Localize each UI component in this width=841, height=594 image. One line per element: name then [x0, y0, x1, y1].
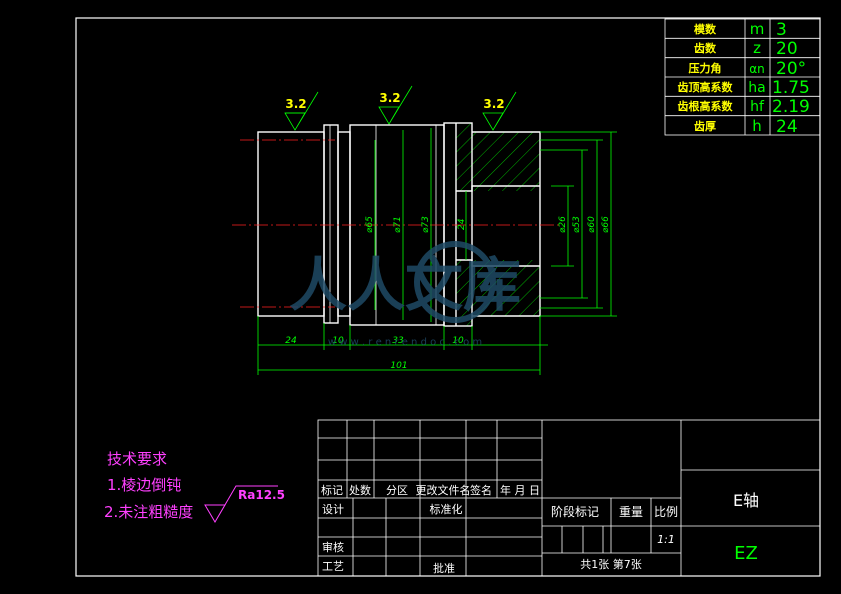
dim-text: 10: [332, 336, 344, 346]
notes-roughness: Ra12.5: [238, 488, 285, 502]
diameter-dimensions: ⌀65 ⌀71 ⌀73 24 ⌀26 ⌀53 ⌀60 ⌀66: [365, 128, 617, 322]
dim-text: ⌀65: [365, 216, 375, 233]
title-block: 标记 处数 分区 更改文件名 签名 年 月 日 设计 标准化 审核 工艺 批准 …: [317, 419, 821, 577]
watermark-text: 人人文库: [289, 251, 521, 319]
gear-row-label: 压力角: [689, 61, 722, 75]
title-block-label: 审核: [322, 540, 344, 554]
part-name: E轴: [733, 491, 759, 510]
roughness-symbol: 3.2: [284, 91, 319, 131]
title-block-label: 工艺: [322, 560, 344, 573]
gear-row-symbol: ha: [748, 80, 765, 96]
roughness-value: 3.2: [379, 91, 400, 105]
gear-row-label: 齿数: [694, 41, 717, 55]
roughness-value: 3.2: [285, 97, 306, 111]
title-block-label: 分区: [386, 484, 408, 497]
gear-row-value: 2.19: [772, 97, 810, 117]
title-block-label: 签名: [470, 483, 492, 497]
gear-row-value: 20°: [776, 59, 806, 79]
gear-row-label: 齿厚: [694, 119, 716, 133]
gear-row-symbol: αn: [749, 62, 765, 76]
dim-text: 33: [392, 336, 404, 346]
gear-row-value: 24: [776, 117, 798, 137]
gear-row-value: 20: [776, 39, 798, 59]
gear-row-symbol: z: [753, 39, 761, 57]
notes-title: 技术要求: [107, 450, 167, 468]
sheet-count: 共1张 第7张: [580, 557, 642, 571]
dim-text: 10: [452, 336, 464, 346]
title-block-label: 标记: [321, 483, 343, 497]
notes-line: 1.棱边倒钝: [107, 476, 181, 494]
title-block-label: 设计: [322, 503, 344, 516]
title-block-label: 更改文件名: [416, 483, 471, 497]
watermark-logo: [414, 241, 496, 323]
gear-row-label: 模数: [694, 22, 717, 36]
dim-text: ⌀71: [393, 216, 403, 233]
dim-text: 24: [457, 218, 467, 230]
watermark-url: w w w . r e n r e n d o c . c o m: [328, 337, 482, 348]
dim-text: 24: [285, 336, 297, 346]
dim-text: ⌀60: [587, 216, 597, 233]
gear-row-value: 3: [776, 20, 787, 40]
title-block-label: 批准: [433, 561, 455, 575]
dim-text: 101: [390, 361, 407, 371]
notes-line: 2.未注粗糙度: [104, 503, 193, 521]
roughness-value: 3.2: [483, 97, 504, 111]
title-block-label: 阶段标记: [551, 504, 599, 519]
gear-row-symbol: m: [750, 20, 765, 38]
title-block-label: 比例: [654, 505, 678, 519]
title-block-label: 重量: [619, 505, 643, 519]
gear-row-label: 齿根高系数: [678, 99, 734, 113]
title-block-label: 处数: [349, 484, 371, 497]
gear-row-value: 1.75: [772, 78, 810, 98]
dim-text: ⌀66: [601, 216, 611, 233]
roughness-symbol: 3.2: [482, 91, 517, 131]
part-code: EZ: [734, 543, 758, 564]
technical-notes: 技术要求 1.棱边倒钝 2.未注粗糙度 Ra12.5: [104, 450, 285, 523]
length-dimensions: 24 10 33 10 101: [257, 316, 548, 375]
title-block-label: 标准化: [430, 502, 463, 516]
scale-value: 1:1: [657, 533, 675, 546]
dim-text: ⌀26: [558, 216, 568, 233]
title-block-label: 年 月 日: [500, 483, 540, 497]
gear-parameter-table: 模数 齿数 压力角 齿顶高系数 齿根高系数 齿厚 m z αn ha hf h …: [664, 18, 821, 137]
gear-row-symbol: hf: [750, 99, 765, 115]
roughness-symbol: 3.2: [378, 85, 413, 125]
gear-row-label: 齿顶高系数: [678, 80, 734, 94]
watermark: 人人文库 w w w . r e n r e n d o c . c o m: [289, 241, 521, 348]
dim-text: ⌀53: [572, 216, 582, 233]
gear-row-symbol: h: [752, 117, 762, 135]
dim-text: ⌀73: [421, 216, 431, 233]
